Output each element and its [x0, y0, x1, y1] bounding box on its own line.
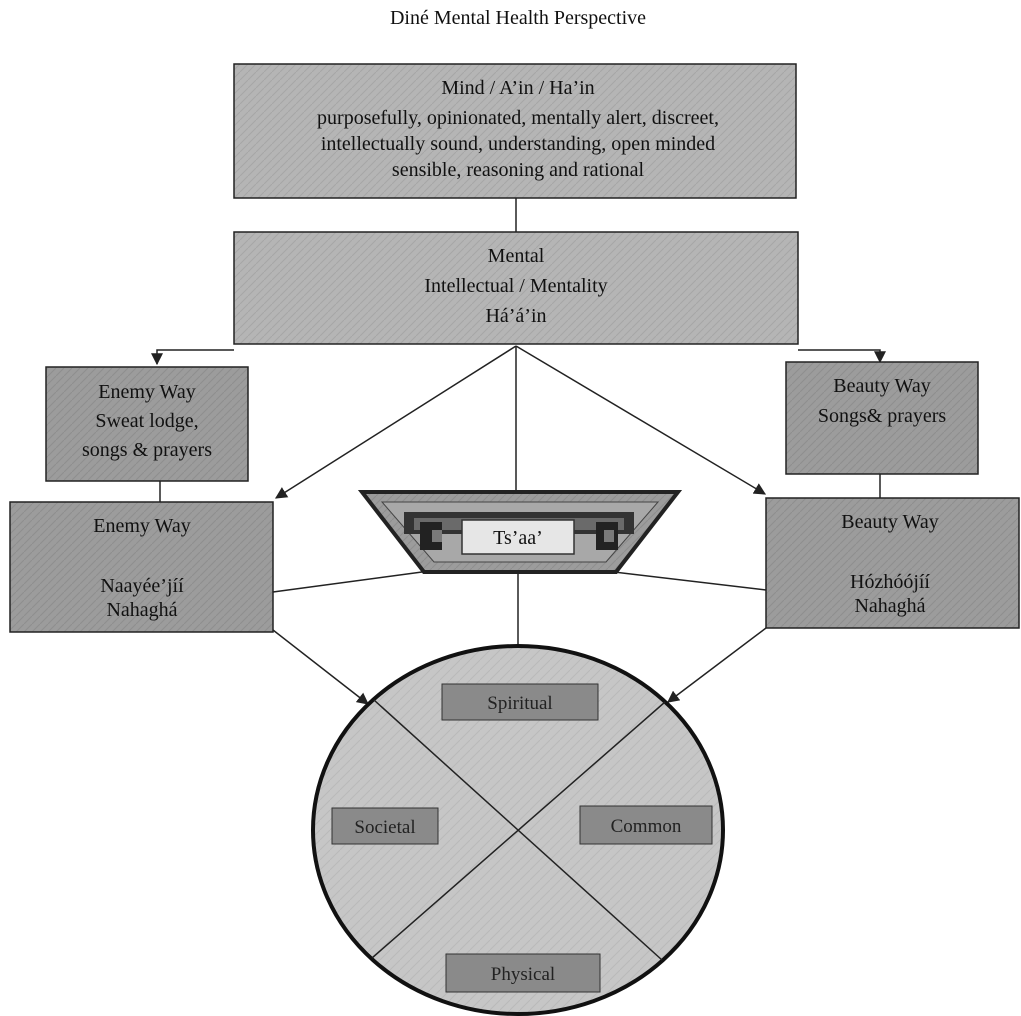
- beauty-way-bottom-box: Beauty Way Hózhóójíí Nahaghá: [765, 497, 1020, 629]
- societal-label: Societal: [354, 817, 415, 838]
- wellness-circle: Spiritual Societal Common Physical: [311, 644, 725, 1016]
- arrow-enemy-way-to-circle: [272, 629, 369, 705]
- beauty-way-top-line-1: Beauty Way: [833, 375, 930, 397]
- beauty-way-bottom-line-4: Nahaghá: [854, 595, 925, 617]
- mind-box-line-3: intellectually sound, understanding, ope…: [321, 133, 715, 155]
- basket-label: Ts’aa’: [493, 527, 543, 549]
- arrow-beauty-way-to-circle: [667, 627, 767, 703]
- enemy-way-top-line-2: Sweat lodge,: [95, 410, 198, 432]
- beauty-way-top-line-2: Songs& prayers: [818, 405, 947, 427]
- mental-box-line-1: Mental: [488, 245, 545, 267]
- enemy-way-bottom-box: Enemy Way Naayée’jíí Nahaghá: [9, 501, 274, 633]
- arrow-mental-to-enemy-way-bottom: [274, 345, 517, 499]
- enemy-way-bottom-line-4: Nahaghá: [106, 599, 177, 621]
- enemy-way-top-line-3: songs & prayers: [82, 439, 212, 461]
- physical-quadrant: Physical: [445, 953, 601, 993]
- enemy-way-bottom-line-1: Enemy Way: [93, 515, 190, 537]
- beauty-way-bottom-line-1: Beauty Way: [841, 511, 938, 533]
- common-quadrant: Common: [579, 805, 713, 845]
- basket-icon: Ts’aa’: [357, 490, 683, 574]
- mind-box-line-4: sensible, reasoning and rational: [392, 159, 645, 181]
- arrow-mental-to-beauty-way-bottom: [515, 345, 767, 495]
- connector-basket-to-enemy: [272, 571, 423, 593]
- beauty-way-top-box: Beauty Way Songs& prayers: [785, 361, 979, 475]
- arrow-to-beauty-way-top: [798, 349, 886, 364]
- arrow-to-enemy-way-top: [151, 349, 234, 366]
- mental-box-line-3: Há’á’in: [485, 305, 546, 327]
- beauty-way-bottom-line-3: Hózhóójíí: [850, 571, 930, 593]
- mental-box: Mental Intellectual / Mentality Há’á’in: [233, 231, 799, 345]
- mind-box-line-1: Mind / A’in / Ha’in: [441, 77, 594, 99]
- common-label: Common: [611, 816, 682, 837]
- enemy-way-top-box: Enemy Way Sweat lodge, songs & prayers: [45, 366, 249, 482]
- mental-box-line-2: Intellectual / Mentality: [424, 275, 607, 297]
- spiritual-label: Spiritual: [487, 693, 552, 714]
- enemy-way-top-line-1: Enemy Way: [98, 381, 195, 403]
- connector-basket-to-beauty: [613, 571, 767, 591]
- societal-quadrant: Societal: [331, 807, 439, 845]
- enemy-way-bottom-line-3: Naayée’jíí: [100, 575, 184, 597]
- mind-box-line-2: purposefully, opinionated, mentally aler…: [317, 107, 719, 129]
- mind-box: Mind / A’in / Ha’in purposefully, opinio…: [233, 63, 797, 199]
- diagram-title: Diné Mental Health Perspective: [390, 7, 646, 29]
- spiritual-quadrant: Spiritual: [441, 683, 599, 721]
- physical-label: Physical: [491, 964, 555, 985]
